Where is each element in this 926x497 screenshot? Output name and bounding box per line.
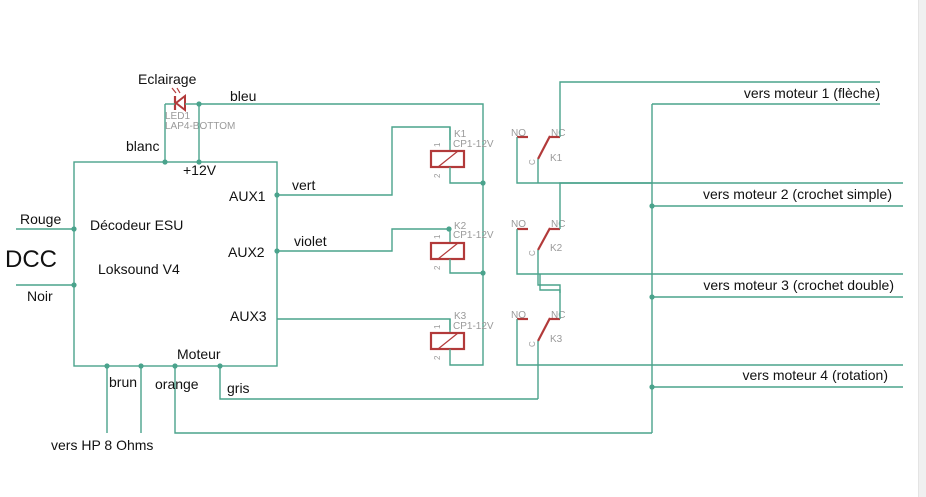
junction xyxy=(71,226,77,232)
output-label-1: vers moteur 1 (flèche) xyxy=(744,85,880,101)
output-label-2: vers moteur 2 (crochet simple) xyxy=(703,186,892,202)
coil-pin1: 1 xyxy=(433,324,442,329)
relay-name: K1 xyxy=(454,129,467,140)
pin-aux2: AUX2 xyxy=(228,244,265,260)
relay-coil-k3: K3 CP1-12V 1 2 xyxy=(429,311,494,366)
led-name: LED1 xyxy=(165,111,190,122)
relay-contact-k3: NO NC C K3 xyxy=(511,274,903,399)
led-ray xyxy=(171,87,177,94)
coil-pin2: 2 xyxy=(433,173,442,178)
wire-orange xyxy=(174,366,652,434)
label-speaker: vers HP 8 Ohms xyxy=(51,437,153,453)
wire-bleu xyxy=(199,103,484,366)
decoder-model: Loksound V4 xyxy=(98,261,180,277)
contact-nc: NC xyxy=(551,219,565,230)
pin-aux3: AUX3 xyxy=(230,308,267,324)
pin-plus12v: +12V xyxy=(183,162,217,178)
contact-nc: NC xyxy=(551,310,565,321)
relay-name: K2 xyxy=(550,243,563,254)
relay-name: K3 xyxy=(454,311,467,322)
contact-no: NO xyxy=(511,219,526,230)
pin-moteur: Moteur xyxy=(177,346,221,362)
relay-name: K2 xyxy=(454,221,467,232)
coil-pin1: 1 xyxy=(433,234,442,239)
coil-box xyxy=(429,331,466,351)
junction xyxy=(649,384,655,390)
contact-c: C xyxy=(528,341,537,347)
contact-nc: NC xyxy=(551,128,565,139)
junction xyxy=(217,363,223,369)
junction xyxy=(649,294,655,300)
label-dcc: DCC xyxy=(5,246,57,273)
relay-type: CP1-12V xyxy=(453,139,494,150)
junction xyxy=(71,282,77,288)
junction xyxy=(196,159,202,165)
label-vert: vert xyxy=(292,177,315,193)
relay-type: CP1-12V xyxy=(453,230,494,241)
label-brun: brun xyxy=(109,374,137,390)
contact-no: NO xyxy=(511,128,526,139)
junction xyxy=(274,192,280,198)
relay-contact-k2: NO NC C K2 xyxy=(511,182,903,293)
junction xyxy=(446,226,452,232)
relay-type: CP1-12V xyxy=(453,321,494,332)
led-symbol xyxy=(171,87,186,113)
wire-aux3 xyxy=(277,318,451,330)
contact-c: C xyxy=(528,159,537,165)
led-triangle-icon xyxy=(174,93,186,113)
label-gris: gris xyxy=(227,380,250,396)
coil-slash xyxy=(437,332,459,350)
label-noir: Noir xyxy=(27,288,53,304)
coil-box xyxy=(429,241,466,261)
pin-aux1: AUX1 xyxy=(229,188,266,204)
junction xyxy=(649,203,655,209)
led-package: LAP4-BOTTOM xyxy=(165,121,235,132)
coil-pin1: 1 xyxy=(433,142,442,147)
wire-violet xyxy=(277,228,450,252)
output-label-4: vers moteur 4 (rotation) xyxy=(743,367,889,383)
contact-c: C xyxy=(528,250,537,256)
junction xyxy=(274,248,280,254)
label-bleu: bleu xyxy=(230,88,256,104)
coil-pin2: 2 xyxy=(433,265,442,270)
label-rouge: Rouge xyxy=(20,211,61,227)
label-blanc: blanc xyxy=(126,138,159,154)
relay-name: K3 xyxy=(550,334,563,345)
label-orange: orange xyxy=(155,376,199,392)
relay-coil-k1: K1 CP1-12V 1 2 xyxy=(429,127,494,184)
coil-pin2: 2 xyxy=(433,355,442,360)
relay-name: K1 xyxy=(550,153,563,164)
vertical-scrollbar[interactable] xyxy=(918,0,926,497)
output-label-3: vers moteur 3 (crochet double) xyxy=(703,277,894,293)
junction xyxy=(172,363,178,369)
led-ray xyxy=(176,87,181,94)
coil-box xyxy=(429,149,466,169)
coil-slash xyxy=(437,242,459,260)
wire-gris xyxy=(219,366,538,400)
decoder-title: Décodeur ESU xyxy=(90,217,183,233)
label-violet: violet xyxy=(294,233,327,249)
junction xyxy=(138,363,144,369)
coil-slash xyxy=(437,150,459,168)
junction xyxy=(104,363,110,369)
label-eclairage: Eclairage xyxy=(138,71,197,87)
contact-no: NO xyxy=(511,310,526,321)
relay-coil-k2: K2 CP1-12V 1 2 xyxy=(429,221,494,274)
junction xyxy=(162,159,168,165)
